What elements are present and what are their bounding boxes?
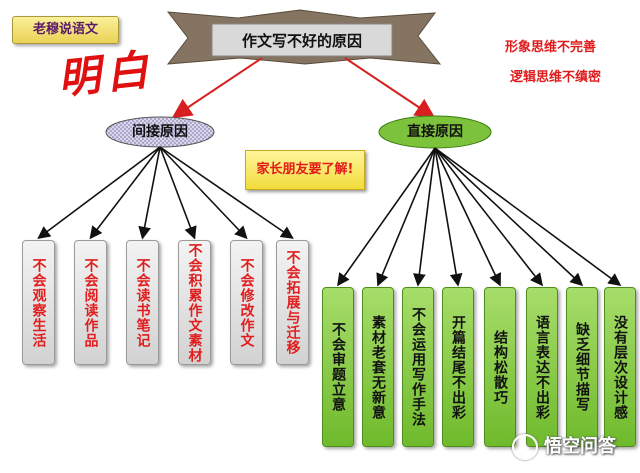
connector-arrow [337,147,436,287]
indirect-cause-box: 不会修改作文 [230,240,263,365]
connector-arrow [159,146,294,239]
connector-arrow [159,146,248,240]
indirect-cause-box: 不会读书笔记 [126,240,159,365]
direct-cause-box: 素材老套无新意 [362,287,394,447]
connector-arrow [37,146,161,239]
connector-arrow [89,146,161,240]
connector-arrow [434,147,543,287]
connector-arrow [413,147,436,287]
title-banner-plate [211,23,393,57]
indirect-cause-box: 不会积累作文素材 [178,240,211,365]
indirect-cause-box: 不会拓展与迁移 [276,240,309,365]
watermark-logo-icon [512,434,538,460]
connector-arrow [159,146,197,240]
connector-arrow [434,147,501,287]
direct-cause-box: 开篇结尾不出彩 [442,287,474,447]
direct-cause-box: 缺乏细节描写 [566,287,598,447]
direct-cause-box: 语言表达不出彩 [526,287,558,447]
watermark: 悟空问答 [512,432,632,462]
brand-label: 老穆说语文 [12,16,119,44]
direct-cause-box: 不会审题立意 [322,287,354,447]
direct-cause-label: 直接原因 [407,124,463,140]
connector-arrow [138,146,161,240]
indirect-cause-label: 间接原因 [132,124,188,140]
connector-arrow [434,147,584,287]
connector-arrow [434,147,622,286]
diagram-title: 作文写不好的原因 [241,32,362,50]
indirect-cause-box: 不会观察生活 [22,240,55,365]
connector-arrow [434,147,463,287]
indirect-cause-box: 不会阅读作品 [74,240,107,365]
watermark-text: 悟空问答 [544,436,616,457]
parents-note: 家长朋友要了解! [245,150,365,190]
direct-cause-box: 没有层次设计感 [604,287,636,447]
direct-cause-box: 结构松散巧 [484,287,516,447]
note-imaginative-thinking: 形象思维不完善 [505,40,597,55]
direct-cause-box: 不会运用写作手法 [402,287,434,447]
connector-arrow [376,147,436,287]
note-logical-thinking: 逻辑思维不缜密 [510,70,602,85]
